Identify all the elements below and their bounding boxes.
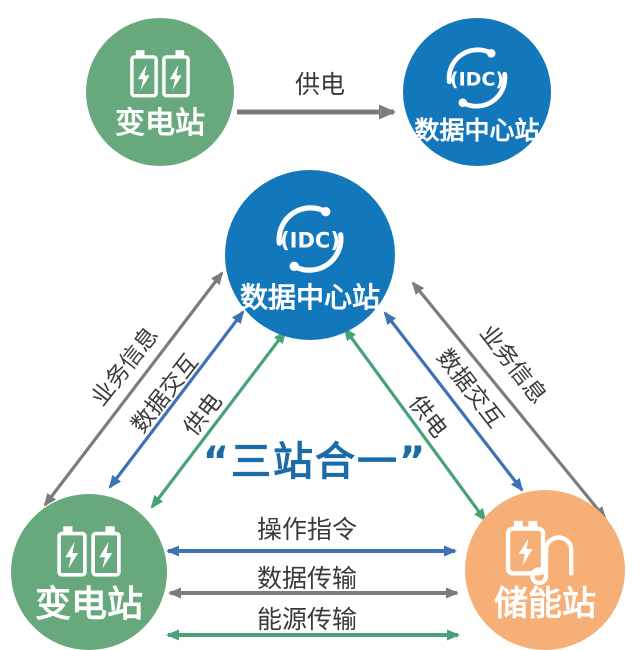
edge-label-bottom-energy-transfer: 能源传输 <box>256 605 358 634</box>
idc-icon-text: (IDC) <box>280 229 340 253</box>
node-label: 变电站 <box>115 106 205 142</box>
idc-icon-text: (IDC) <box>450 68 504 90</box>
node-label: 储能站 <box>494 584 596 625</box>
edge-line-left-business-info <box>43 271 224 507</box>
node-substation-bottom: 变电站 <box>11 494 167 650</box>
node-storage: 储能站 <box>465 490 625 650</box>
node-label: 数据中心站 <box>414 115 540 145</box>
node-substation-top: 变电站 <box>86 18 234 166</box>
dual-battery-icon <box>57 526 121 577</box>
node-datacenter-top: (IDC) 数据中心站 <box>403 18 551 166</box>
edge-label-bottom-commands: 操作指令 <box>256 515 358 544</box>
storage-battery-icon <box>505 521 574 586</box>
slogan-three-stations-in-one: “三站合一” <box>202 439 428 485</box>
edge-line-right-power <box>343 327 487 522</box>
dual-battery-icon <box>130 50 190 98</box>
node-label: 变电站 <box>34 584 143 626</box>
edge-line-right-business-info <box>411 281 607 520</box>
idc-icon: (IDC) <box>276 205 344 274</box>
edge-label-top-power: 供电 <box>294 70 346 99</box>
node-datacenter-mid: (IDC) 数据中心站 <box>225 170 395 340</box>
idc-icon: (IDC) <box>446 47 508 109</box>
edge-label-bottom-data-transfer: 数据传输 <box>256 564 358 593</box>
node-label: 数据中心站 <box>239 281 380 315</box>
edge-line-left-power <box>150 330 287 509</box>
